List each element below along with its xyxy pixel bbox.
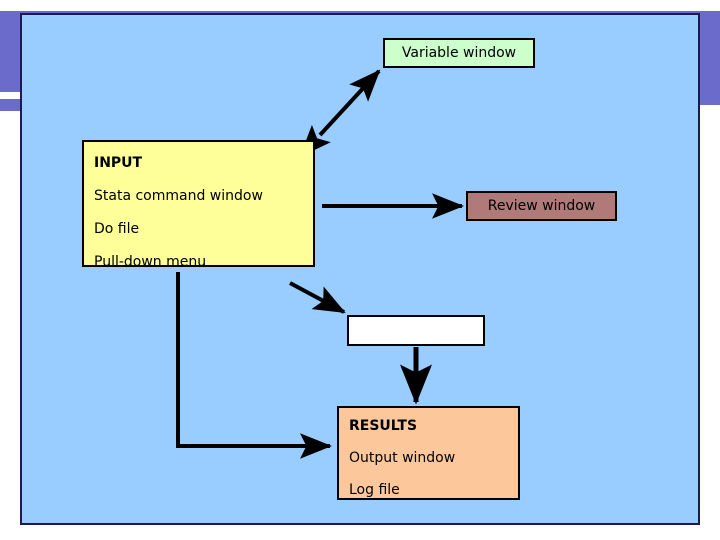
results-item-log-file: Log file (349, 482, 400, 499)
input-item-pulldown-menu: Pull-down menu (94, 254, 207, 271)
input-title: INPUT (94, 155, 143, 171)
node-results[interactable]: RESULTS Output window Log file (337, 406, 520, 500)
input-item-do-file: Do file (94, 221, 140, 238)
accent-band-right (700, 11, 720, 105)
node-variable-window[interactable]: Variable window (383, 38, 535, 68)
review-window-label: Review window (487, 197, 596, 214)
node-input[interactable]: INPUT Stata command window Do file Pull-… (82, 140, 315, 271)
node-blank-box[interactable] (347, 315, 485, 346)
node-review-window[interactable]: Review window (466, 191, 617, 221)
results-title: RESULTS (349, 418, 418, 434)
results-item-output-window: Output window (349, 450, 456, 467)
input-item-command-window: Stata command window (94, 188, 263, 205)
variable-window-label: Variable window (401, 44, 517, 61)
